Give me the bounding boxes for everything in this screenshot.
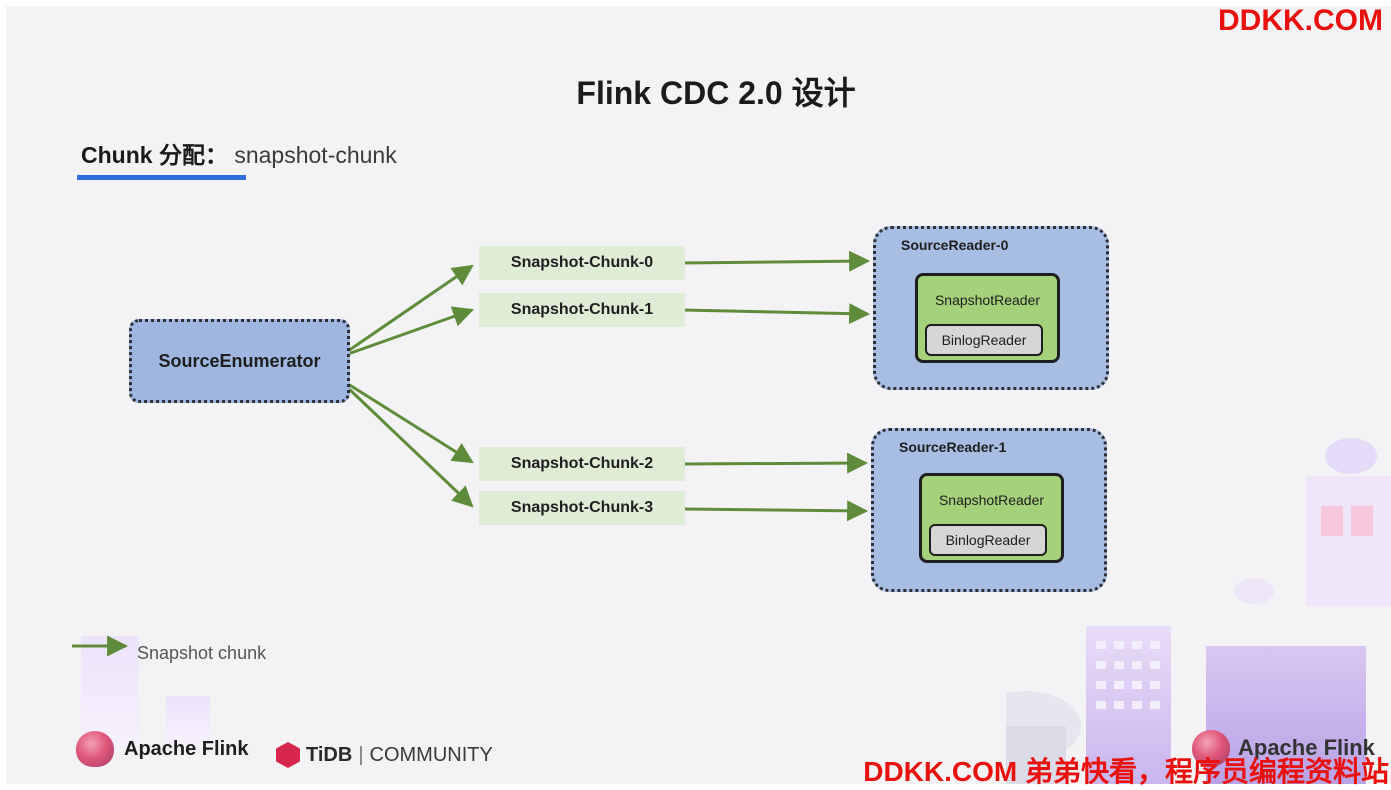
tidb-separator: | — [358, 743, 364, 766]
flink-logo-text: Apache Flink — [124, 737, 249, 760]
snapshot-reader-label: SnapshotReader — [934, 292, 1041, 308]
subtitle-underline — [77, 175, 246, 180]
snapshot-chunk-0: Snapshot-Chunk-0 — [479, 246, 685, 280]
snapshot-chunk-2: Snapshot-Chunk-2 — [479, 447, 685, 481]
reader-label: SourceReader-0 — [901, 237, 1009, 253]
arrow-enum-to-chunk-2 — [347, 382, 474, 464]
tidb-community-text: COMMUNITY — [369, 743, 493, 766]
snapshot-reader-label: SnapshotReader — [938, 492, 1045, 508]
snapshot-reader: SnapshotReader BinlogReader — [915, 273, 1060, 363]
snapshot-chunk-3: Snapshot-Chunk-3 — [479, 491, 685, 525]
arrow-chunk-3-to-reader-1 — [681, 500, 869, 522]
binlog-reader: BinlogReader — [925, 324, 1043, 356]
watermark-bottom: DDKK.COM 弟弟快看，程序员编程资料站 — [863, 756, 1389, 787]
source-enumerator: SourceEnumerator — [129, 319, 350, 403]
section-subtitle: Chunk 分配： snapshot-chunk — [81, 136, 397, 170]
arrow-enum-to-chunk-3 — [346, 386, 474, 508]
snapshot-reader: SnapshotReader BinlogReader — [919, 473, 1064, 563]
tidb-community-logo: TiDB | COMMUNITY — [276, 742, 493, 768]
flink-squirrel-icon — [1192, 730, 1230, 766]
slide-title: Flink CDC 2.0 设计 — [576, 75, 856, 111]
subtitle-text: snapshot-chunk — [234, 142, 397, 168]
tidb-brand: TiDB — [306, 743, 353, 766]
reader-label: SourceReader-1 — [899, 439, 1007, 455]
arrow-chunk-2-to-reader-1 — [681, 452, 869, 474]
watermark-top: DDKK.COM — [1218, 4, 1383, 37]
source-reader-0: SourceReader-0 SnapshotReader BinlogRead… — [873, 226, 1109, 390]
arrow-enum-to-chunk-0 — [347, 264, 474, 353]
flink-logo-text: Apache Flink — [1238, 735, 1375, 760]
decor-pillar — [166, 696, 210, 746]
arrow-enum-to-chunk-1 — [347, 306, 474, 356]
snapshot-chunk-1: Snapshot-Chunk-1 — [479, 293, 685, 327]
subtitle-heading: Chunk 分配： — [81, 142, 228, 168]
binlog-reader: BinlogReader — [929, 524, 1047, 556]
source-reader-1: SourceReader-1 SnapshotReader BinlogRead… — [871, 428, 1107, 592]
flink-squirrel-icon — [76, 731, 114, 767]
slide: Flink CDC 2.0 设计 Chunk 分配： snapshot-chun… — [6, 6, 1391, 784]
apache-flink-logo: Apache Flink — [76, 731, 248, 767]
legend-label: Snapshot chunk — [137, 643, 267, 663]
tidb-icon — [276, 742, 300, 768]
arrow-chunk-0-to-reader-0 — [681, 250, 871, 272]
arrow-chunk-1-to-reader-0 — [681, 303, 871, 325]
apache-flink-logo-corner: Apache Flink — [1192, 730, 1375, 766]
arrow-layer — [72, 250, 871, 657]
